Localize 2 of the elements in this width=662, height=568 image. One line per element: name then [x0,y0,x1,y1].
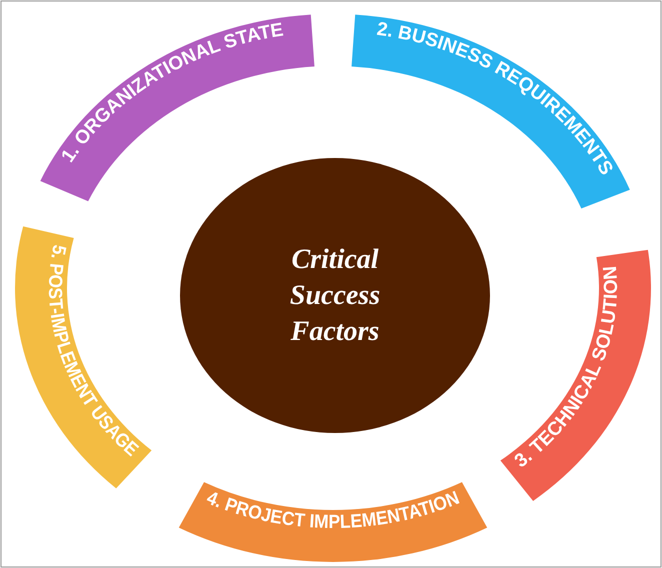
ring-segment [178,482,488,562]
center-title: Critical Success Factors [288,242,382,348]
